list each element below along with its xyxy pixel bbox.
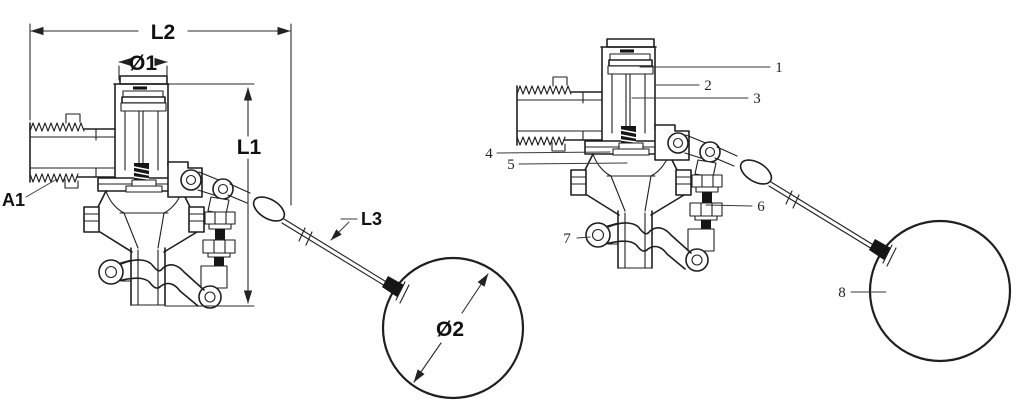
part-number-1: 1 <box>775 60 783 76</box>
part-number-5: 5 <box>507 157 515 173</box>
label-a1: A1 <box>2 178 58 210</box>
part-callout-1: 1 <box>639 60 783 76</box>
dim-label-d2: Ø2 <box>436 318 464 341</box>
part-number-4: 4 <box>485 146 493 162</box>
part-callout-6: 6 <box>705 199 765 215</box>
part-number-3: 3 <box>753 91 761 107</box>
part-callout-3: 3 <box>631 91 761 107</box>
dim-l2: L2 <box>29 21 292 206</box>
dim-l1: L1 <box>164 83 262 307</box>
dim-label-l1: L1 <box>237 136 262 159</box>
part-callout-7: 7 <box>563 231 591 247</box>
part-callout-2: 2 <box>655 78 712 94</box>
left-valve-drawing <box>28 74 525 400</box>
dim-label-l3: L3 <box>361 209 382 229</box>
part-number-6: 6 <box>757 199 765 215</box>
part-number-annotations: 1 2 3 4 5 6 7 8 <box>485 60 887 301</box>
dim-d2: Ø2 <box>413 273 489 383</box>
part-callout-4: 4 <box>485 146 611 162</box>
dimension-annotations: L2 Ø1 L1 L3 A1 Ø2 <box>2 21 489 383</box>
dim-l3: L3 <box>330 209 382 241</box>
dim-d1: Ø1 <box>118 52 168 81</box>
part-callout-5: 5 <box>507 157 628 173</box>
dim-label-d1: Ø1 <box>129 52 157 75</box>
part-number-7: 7 <box>563 231 571 247</box>
part-callout-8: 8 <box>838 285 887 301</box>
dim-label-l2: L2 <box>151 21 176 44</box>
part-number-2: 2 <box>704 78 712 94</box>
dim-label-a1: A1 <box>2 190 25 210</box>
part-number-8: 8 <box>838 285 846 301</box>
